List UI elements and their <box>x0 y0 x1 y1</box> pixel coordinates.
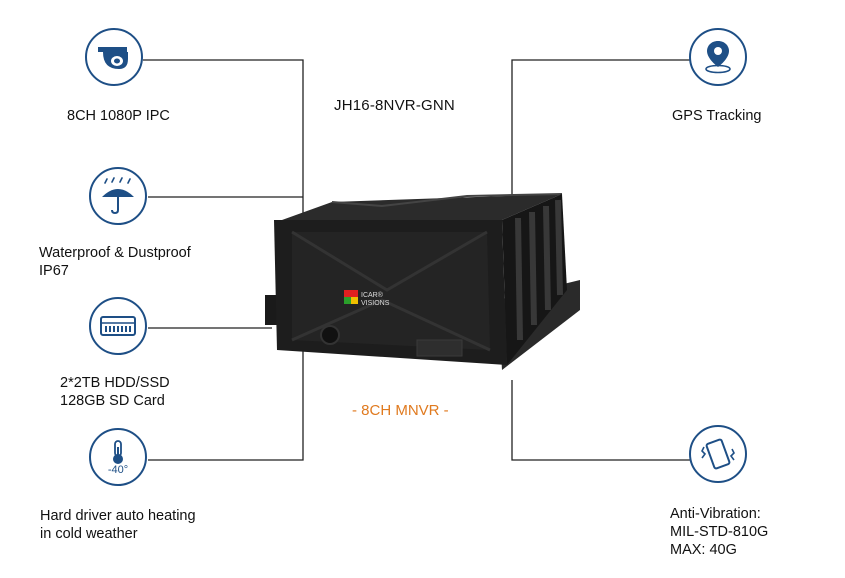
dome-camera-feature-icon <box>85 28 143 86</box>
umbrella-feature-icon <box>89 167 147 225</box>
label-waterproof-line1: Waterproof & Dustproof <box>39 245 191 261</box>
label-storage-line2: 128GB SD Card <box>60 393 165 409</box>
device-logo: ICAR® VISIONS <box>344 290 390 307</box>
label-storage-line1: 2*2TB HDD/SSD <box>60 375 170 391</box>
left-bracket <box>265 295 277 325</box>
label-ipc: 8CH 1080P IPC <box>67 108 170 124</box>
connector-heating <box>148 350 304 461</box>
thermometer-icon <box>113 439 123 464</box>
heating-feature-icon: -40° <box>89 428 147 486</box>
temperature-value: -40° <box>107 463 129 476</box>
dome-camera-icon <box>98 47 128 69</box>
label-vibration-line1: Anti-Vibration: <box>670 506 761 522</box>
svg-text:VISIONS: VISIONS <box>361 300 390 307</box>
vibrating-phone-icon <box>701 438 735 470</box>
label-vibration-line2: MIL-STD-810G <box>670 524 769 540</box>
connector-gps <box>511 59 690 198</box>
label-heating-line2: in cold weather <box>40 526 138 542</box>
label-waterproof: Waterproof & Dustproof IP67 <box>39 244 191 280</box>
svg-text:ICAR®: ICAR® <box>361 291 384 299</box>
label-vibration-line3: MAX: 40G <box>670 542 737 558</box>
vibration-feature-icon <box>689 425 747 483</box>
label-waterproof-line2: IP67 <box>39 263 69 279</box>
connector-vibration <box>511 380 690 461</box>
hard-drive-icon <box>100 316 136 336</box>
label-vibration: Anti-Vibration: MIL-STD-810G MAX: 40G <box>670 505 768 559</box>
label-heating-line1: Hard driver auto heating <box>40 508 196 524</box>
umbrella-rain-icon <box>102 177 134 215</box>
product-subtitle: - 8CH MNVR - <box>352 402 449 419</box>
gps-feature-icon <box>689 28 747 86</box>
label-gps: GPS Tracking <box>672 108 762 124</box>
hdd-feature-icon <box>89 297 147 355</box>
map-pin-icon <box>705 41 731 74</box>
label-storage: 2*2TB HDD/SSD 128GB SD Card <box>60 374 170 410</box>
model-number: JH16-8NVR-GNN <box>334 97 455 114</box>
device-top <box>282 194 562 220</box>
mnvr-device-image: ICAR® VISIONS <box>265 193 580 370</box>
connector-ipc <box>143 59 304 248</box>
label-heating: Hard driver auto heating in cold weather <box>40 507 196 543</box>
